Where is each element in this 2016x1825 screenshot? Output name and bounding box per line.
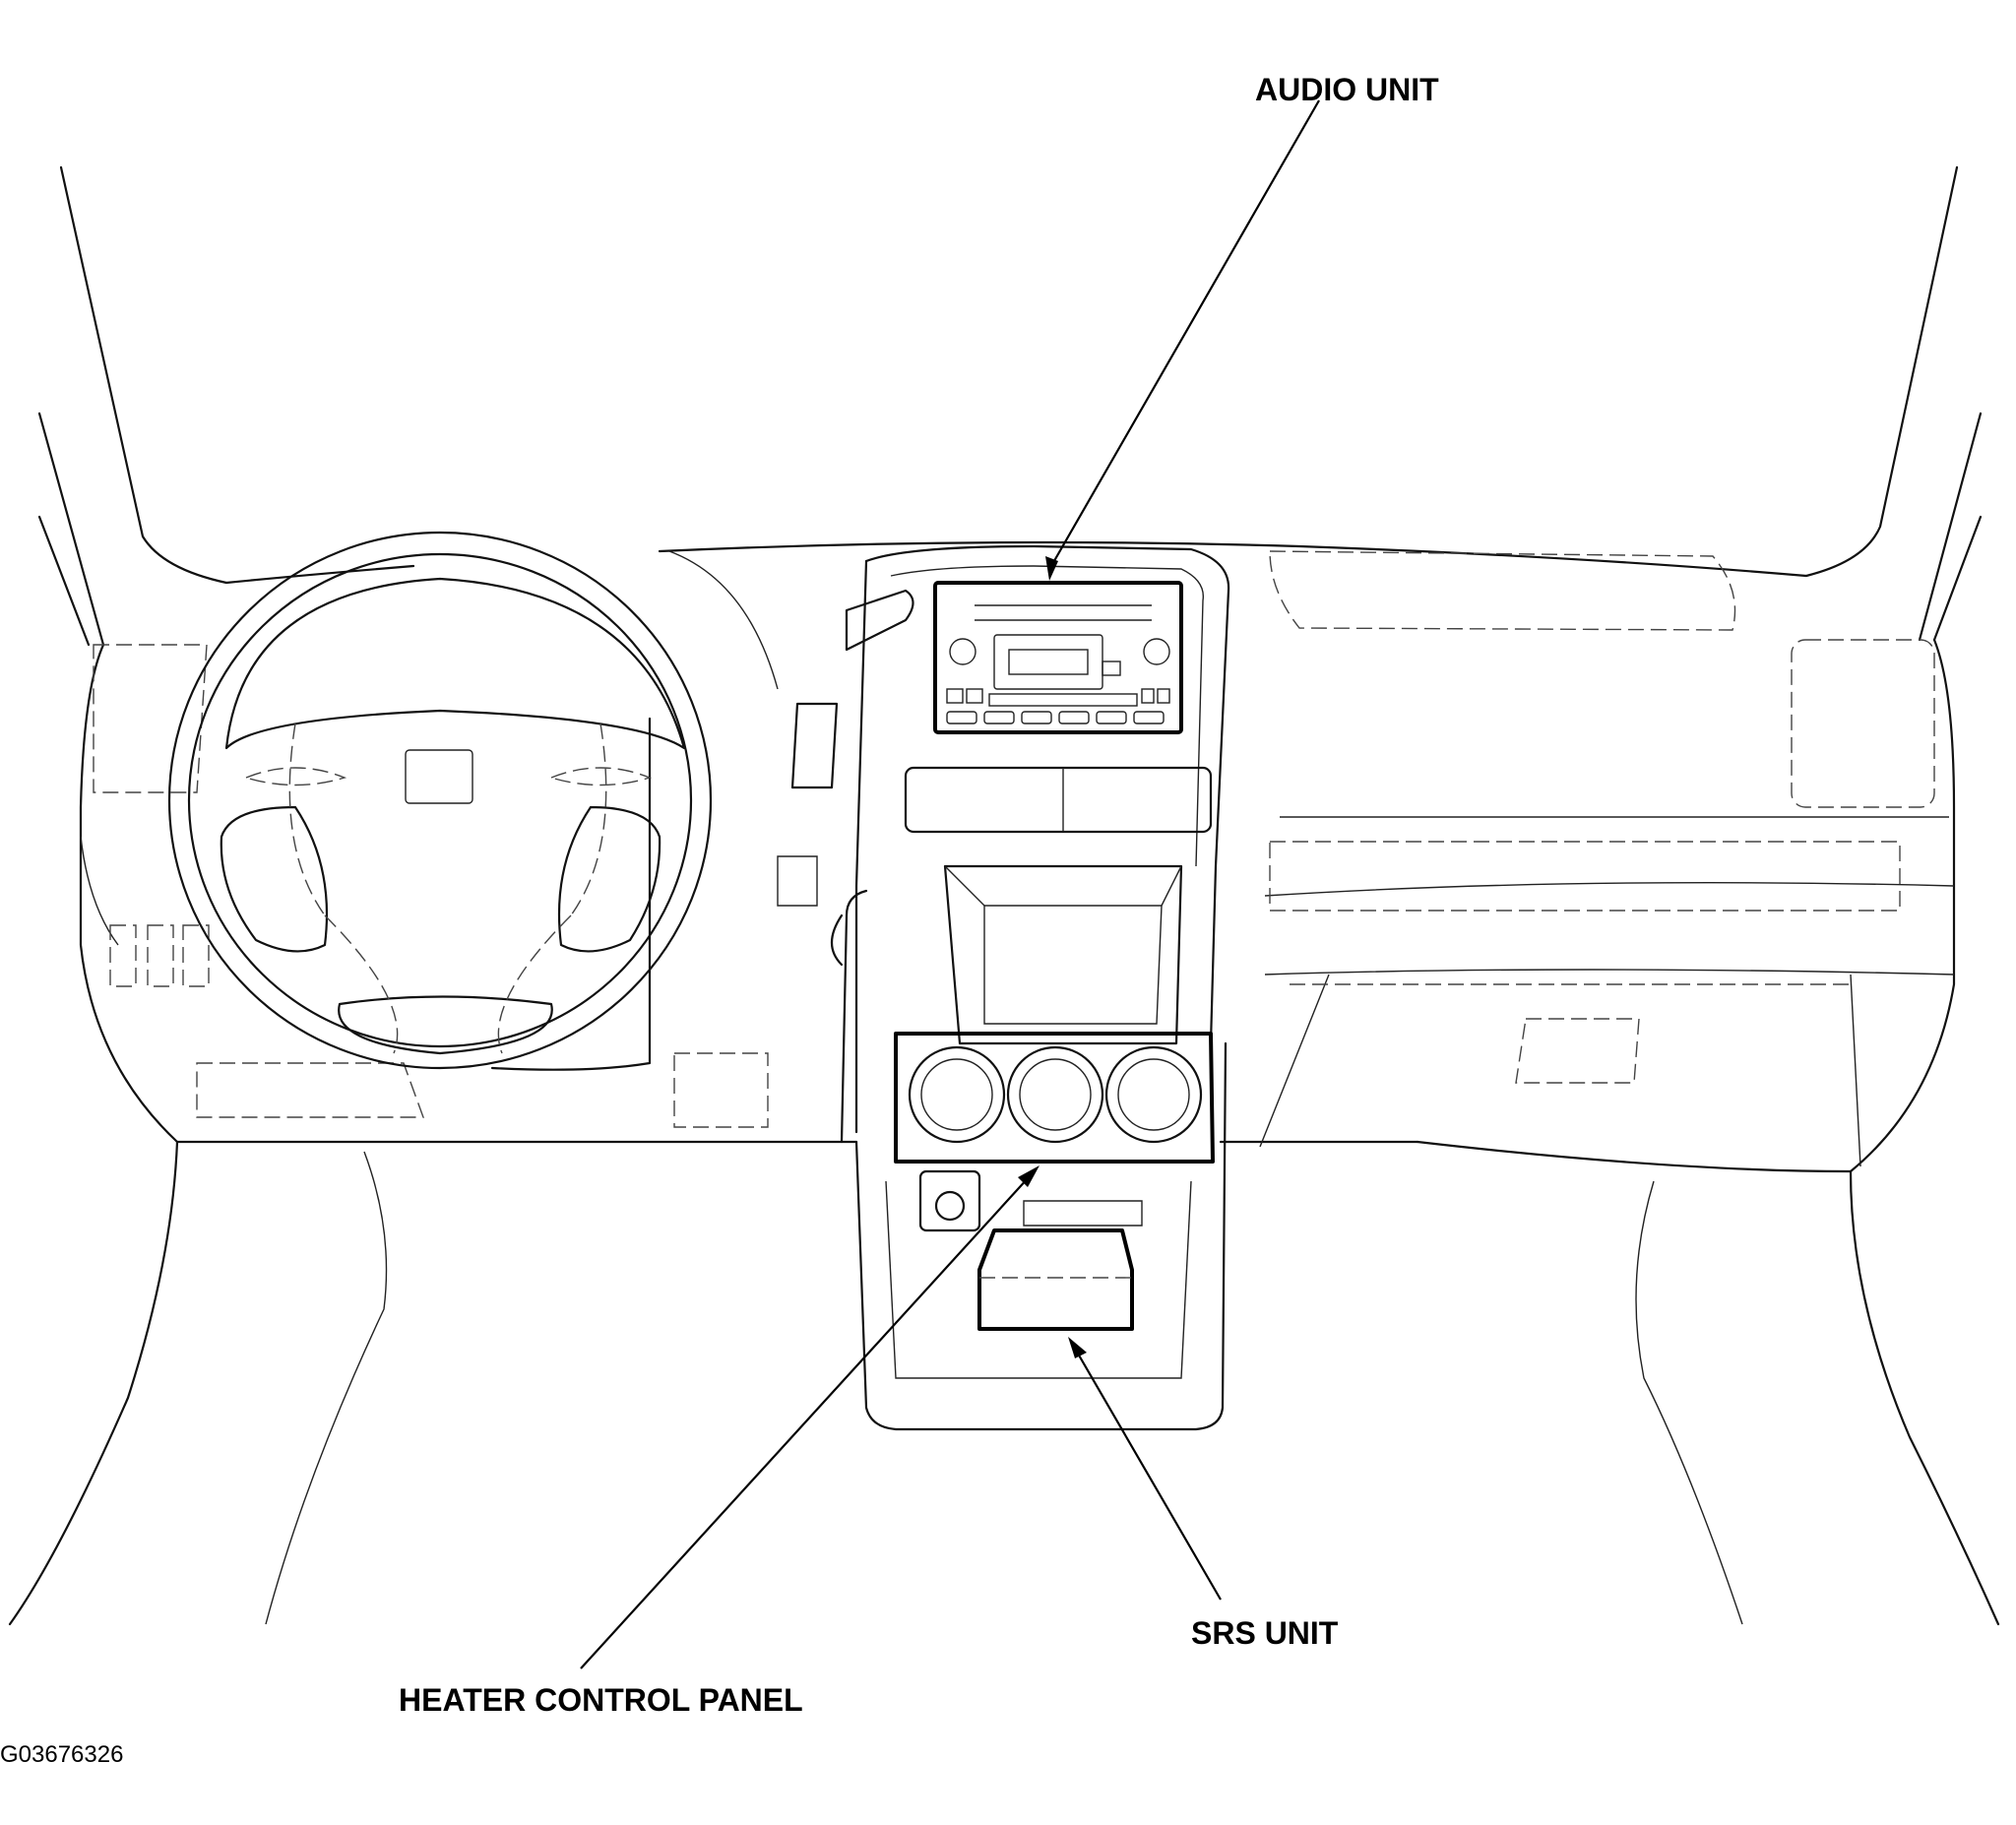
audio-unit-label: AUDIO UNIT [1255, 72, 1439, 107]
srs-unit-arrowhead [1068, 1337, 1087, 1358]
leader-lines [580, 99, 1320, 1669]
srs-unit-label: SRS UNIT [1191, 1615, 1339, 1651]
audio-unit-arrowhead [1045, 556, 1058, 581]
heater-panel-leader [580, 1176, 1030, 1669]
heater-panel-arrowhead [1018, 1165, 1040, 1187]
floor-lines [8, 1140, 2000, 1626]
center-console [830, 544, 1230, 1431]
dashboard-outline [79, 540, 1956, 1173]
heater-control-panel [894, 1032, 1215, 1232]
figure-id: G03676326 [0, 1741, 123, 1768]
heater-control-panel-label: HEATER CONTROL PANEL [399, 1682, 803, 1718]
passenger-side-details [1269, 550, 1935, 1084]
audio-unit-leader [1050, 99, 1320, 567]
driver-side-details [93, 550, 914, 1128]
srs-unit-leader [1077, 1353, 1222, 1601]
windshield-pillars [37, 165, 1983, 647]
audio-unit [933, 581, 1183, 734]
steering-wheel [167, 531, 713, 1070]
srs-unit [977, 1228, 1134, 1331]
